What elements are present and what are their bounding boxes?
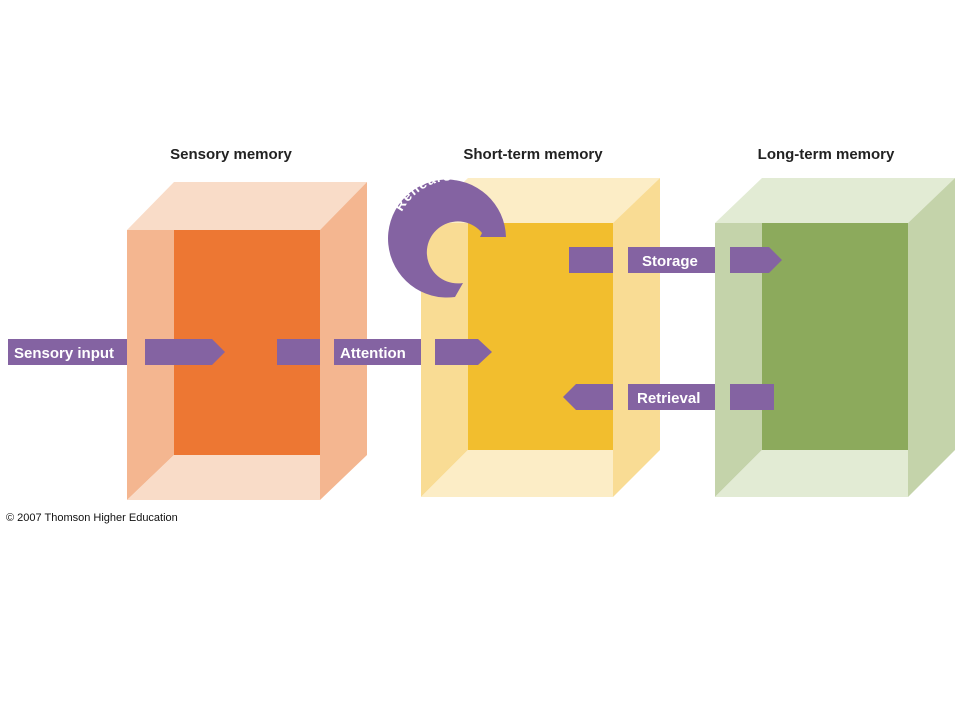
sensory-memory-box (127, 182, 367, 500)
storage-label: Storage (642, 253, 698, 270)
short-term-memory-title: Short-term memory (463, 146, 603, 163)
storage-tail-bar (569, 247, 613, 273)
attention-arrowhead (435, 339, 492, 365)
copyright-notice: © 2007 Thomson Higher Education (6, 512, 178, 524)
retrieval-label-bar (628, 384, 715, 410)
rehearsal-arc (388, 179, 506, 298)
attention-arrow: Attention (277, 339, 492, 365)
sensory-input-arrowhead (145, 339, 225, 365)
retrieval-label: Retrieval (637, 390, 700, 407)
storage-arrowhead (730, 247, 782, 273)
long-term-box-right-wall (908, 178, 955, 497)
long-term-box-back-wall (762, 223, 908, 450)
sensory-box-floor (127, 455, 320, 500)
long-term-box-left-wall (715, 223, 762, 497)
sensory-memory-title: Sensory memory (170, 146, 292, 163)
long-term-memory-title: Long-term memory (758, 146, 895, 163)
retrieval-arrowhead (563, 384, 613, 410)
short-term-box-floor (421, 450, 613, 497)
sensory-input-arrow: Sensory input (8, 339, 225, 365)
sensory-input-label: Sensory input (14, 345, 114, 362)
storage-label-bar (628, 247, 715, 273)
short-term-memory-box (421, 178, 660, 497)
retrieval-tail-bar (730, 384, 774, 410)
long-term-box-back-top (715, 178, 955, 223)
sensory-box-back-top (127, 182, 367, 230)
short-term-box-right-wall (613, 178, 660, 497)
long-term-memory-box (715, 178, 955, 497)
sensory-input-label-bar (8, 339, 127, 365)
long-term-box-floor (715, 450, 908, 497)
attention-label-bar (334, 339, 421, 365)
retrieval-arrow: Retrieval (563, 384, 774, 410)
attention-tail-bar (277, 339, 320, 365)
attention-label: Attention (340, 345, 406, 362)
storage-arrow: Storage (569, 247, 782, 273)
rehearsal-loop: Rehearsal (388, 167, 506, 298)
